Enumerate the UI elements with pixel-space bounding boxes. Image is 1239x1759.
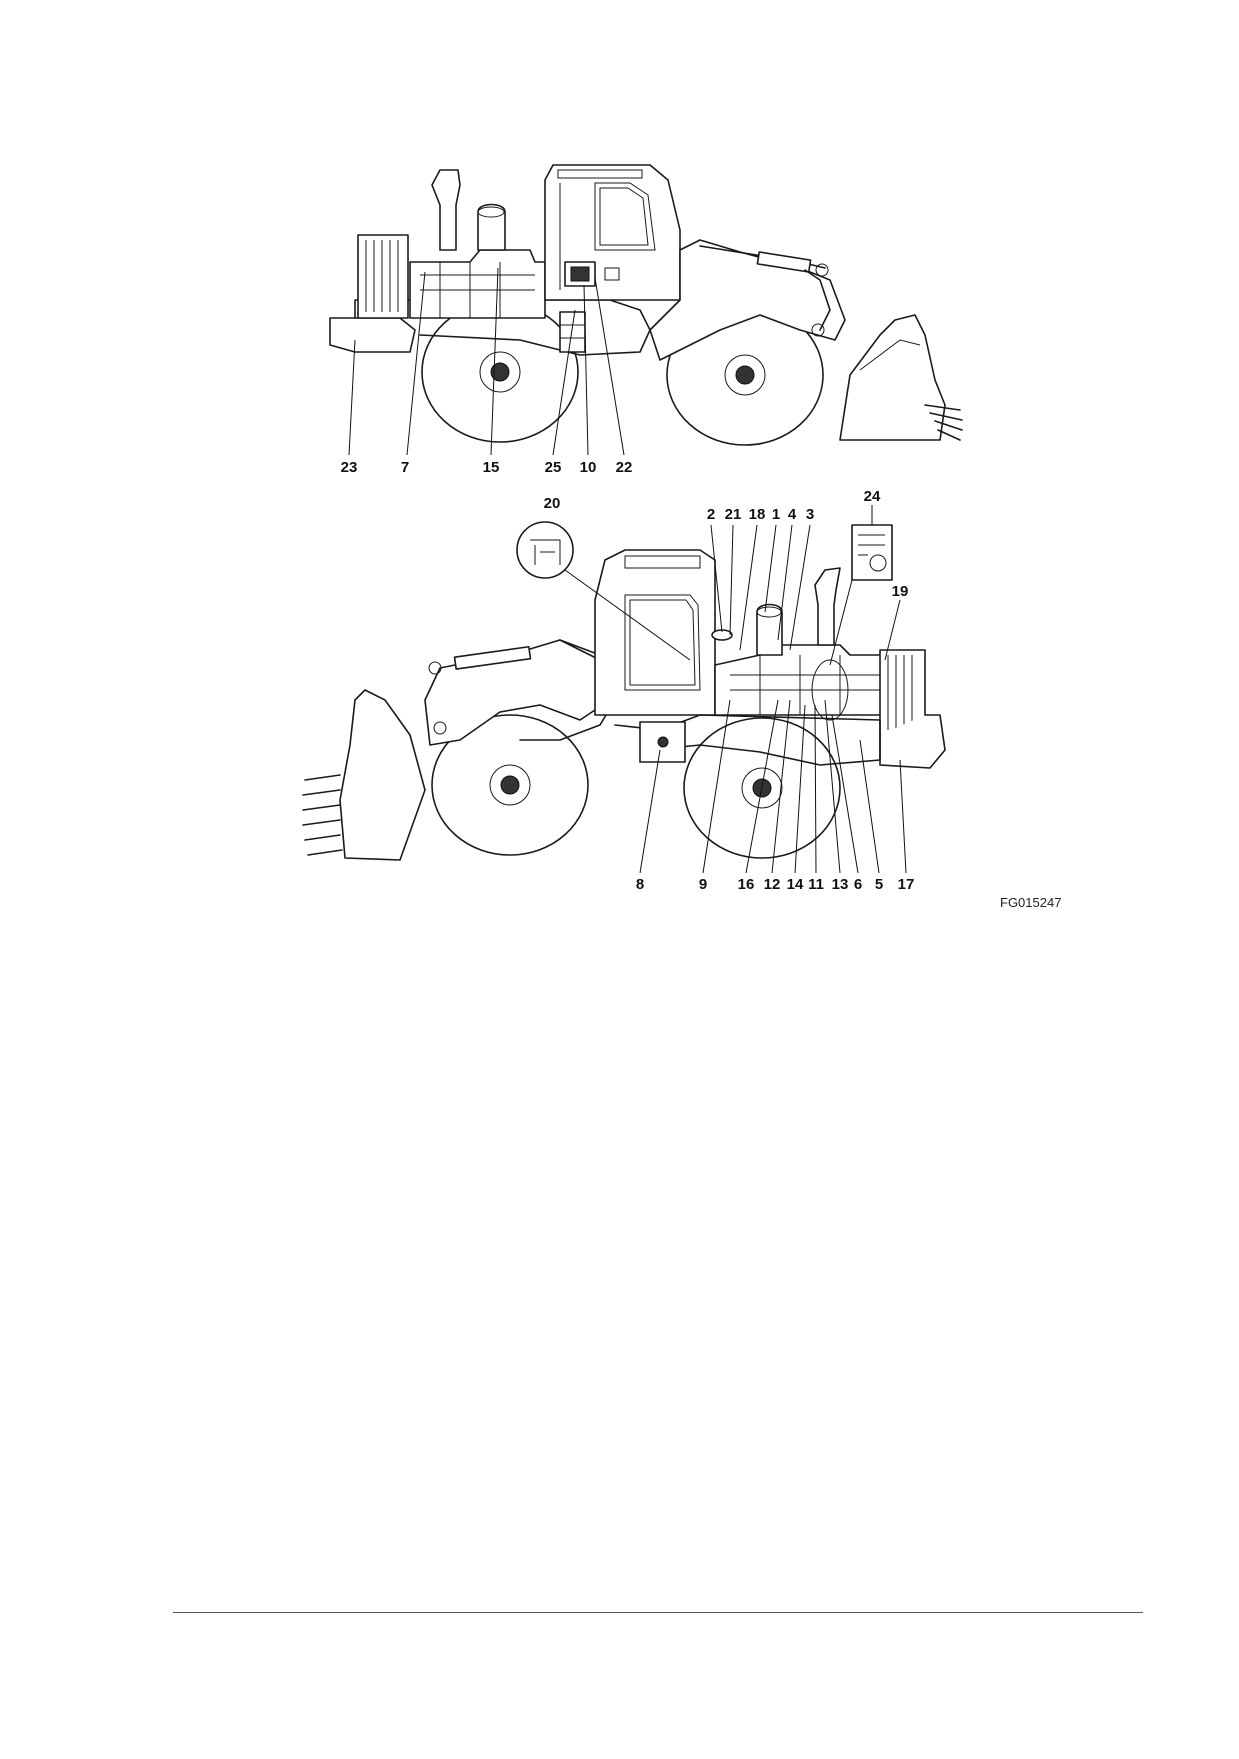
callout-23: 23 [341, 459, 358, 476]
callout-17: 17 [898, 876, 915, 893]
detail-inset-20 [516, 521, 574, 579]
callout-3: 3 [806, 506, 814, 523]
callout-20: 20 [544, 495, 561, 512]
callout-10: 10 [580, 459, 597, 476]
loader-left-side-view [329, 164, 963, 446]
callout-15: 15 [483, 459, 500, 476]
exhaust-stack [431, 169, 461, 251]
callout-4: 4 [788, 506, 797, 523]
footer-rule [173, 1612, 1143, 1613]
detail-inset-24 [851, 524, 893, 581]
air-cleaner [477, 203, 506, 251]
callout-24: 24 [864, 488, 881, 505]
engine [409, 249, 546, 319]
callout-1: 1 [772, 506, 780, 523]
hydraulic-tank-panel [639, 721, 686, 763]
step-ladder [559, 311, 586, 353]
callout-8: 8 [636, 876, 644, 893]
bottom-view-lower-callouts: 8 9 16 12 14 11 13 6 5 17 [636, 876, 915, 893]
bottom-view-upper-leaders [710, 505, 901, 666]
callout-5: 5 [875, 876, 883, 893]
exhaust-stack-right [814, 567, 841, 646]
bucket [839, 314, 946, 441]
callout-9: 9 [699, 876, 707, 893]
front-wheel-right [431, 714, 589, 856]
figure-id: FG015247 [1000, 895, 1061, 910]
loader-right-side-view [302, 521, 946, 861]
counterweight [329, 317, 416, 353]
bucket-right [339, 689, 426, 861]
rear-wheel-right [683, 717, 841, 859]
callout-12: 12 [764, 876, 781, 893]
callout-6: 6 [854, 876, 862, 893]
top-view-leaders [348, 267, 625, 456]
callout-25: 25 [545, 459, 562, 476]
lift-cylinder-right [453, 645, 532, 670]
bottom-view-upper-callouts: 20 2 21 18 1 4 3 24 19 [544, 488, 909, 600]
callout-16: 16 [738, 876, 755, 893]
highlight-ring [811, 659, 849, 721]
callout-11: 11 [808, 876, 824, 893]
front-frame-lift-arm [649, 239, 846, 361]
air-cleaner-right [756, 603, 783, 656]
rear-wheel [421, 301, 579, 443]
callout-7: 7 [401, 459, 409, 476]
callout-21: 21 [725, 506, 742, 523]
bottom-view-lower-leaders [639, 699, 907, 874]
callout-18: 18 [749, 506, 766, 523]
callout-19: 19 [892, 583, 909, 600]
top-view-callouts: 23 7 15 25 10 22 [341, 459, 633, 476]
callout-13: 13 [832, 876, 849, 893]
callout-14: 14 [787, 876, 804, 893]
tilt-linkage [804, 269, 831, 331]
engine-hood-right [714, 644, 906, 716]
callout-2: 2 [707, 506, 715, 523]
callout-22: 22 [616, 459, 633, 476]
